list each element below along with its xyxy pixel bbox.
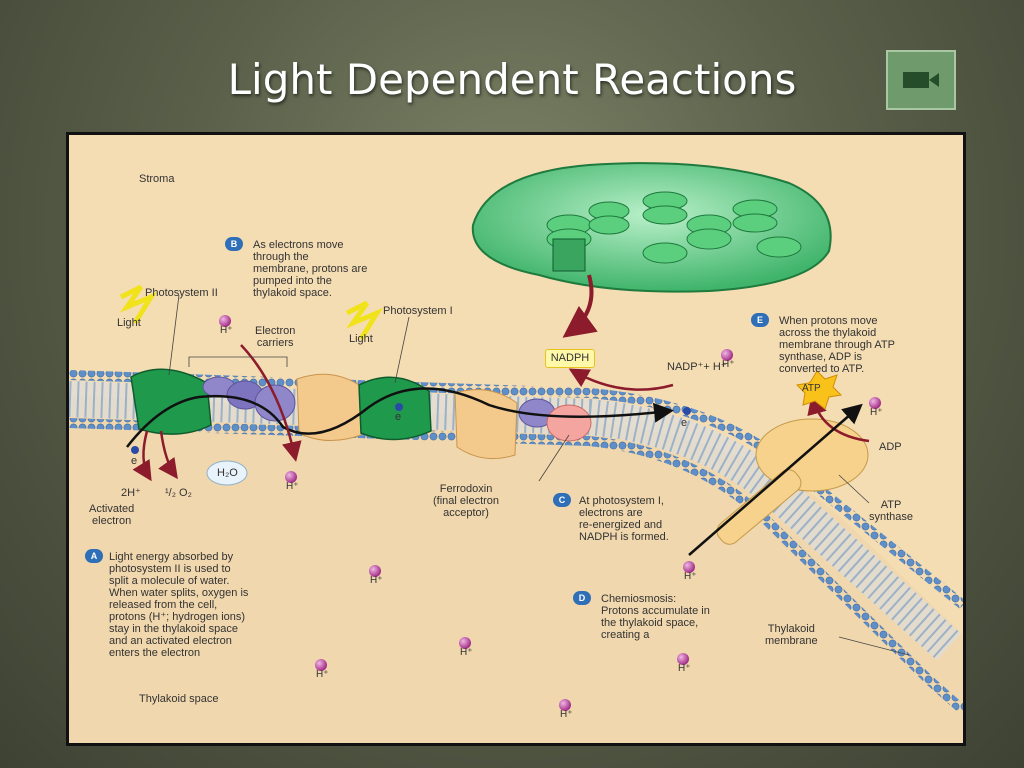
light-reactions-diagram: Stroma Thylakoid space Photosystem II Ph… xyxy=(66,132,966,746)
atp-synthase-label: ATP synthase xyxy=(869,499,914,523)
step-e-text: When protons move across the thylakoid m… xyxy=(779,315,895,375)
step-d-badge: D xyxy=(573,591,591,605)
proton: H⁺ xyxy=(677,653,691,674)
two-h-label: 2H⁺ xyxy=(121,487,141,499)
electron-label-3: e xyxy=(681,417,688,429)
stroma-label: Stroma xyxy=(139,173,175,185)
half-o2-label: ¹/₂ O₂ xyxy=(165,487,192,499)
light-label-1: Light xyxy=(117,317,141,329)
proton: H⁺ xyxy=(721,349,735,370)
step-b-text: As electrons move through the membrane, … xyxy=(253,239,368,299)
activated-electron-label: Activated electron xyxy=(89,503,135,527)
proton: H⁺ xyxy=(559,699,573,720)
electron-label-2: e xyxy=(395,411,402,423)
video-camera-icon xyxy=(903,72,939,88)
zoom-arrow xyxy=(562,274,598,338)
step-d-text: Chemiosmosis: Protons accumulate in the … xyxy=(601,593,710,641)
step-e-badge: E xyxy=(751,313,769,327)
proton: H⁺ xyxy=(285,471,299,492)
video-button[interactable] xyxy=(886,50,956,110)
light-wave-1 xyxy=(119,284,158,325)
ferrodoxin-label: Ferrodoxin (final electron acceptor) xyxy=(433,483,500,519)
photosystem-i-shape xyxy=(358,376,432,441)
step-b-badge: B xyxy=(225,237,243,251)
step-a-text: Light energy absorbed by photosystem II … xyxy=(109,551,249,659)
thylakoid-space-label: Thylakoid space xyxy=(139,693,219,705)
light-wave-2 xyxy=(345,300,384,341)
light-label-2: Light xyxy=(349,333,373,345)
nadp-reductase xyxy=(546,404,592,442)
nadp-label: NADP⁺+ H⁺ xyxy=(667,361,727,373)
proton: H⁺ xyxy=(315,659,329,680)
water-label: H₂O xyxy=(217,467,238,479)
electron-carriers-label: Electron carriers xyxy=(255,325,296,349)
photosystem-ii-shape xyxy=(130,368,212,435)
electron-flow-arrow xyxy=(126,387,674,448)
step-c-badge: C xyxy=(553,493,571,507)
proton: H⁺ xyxy=(869,397,883,418)
photosystem-i-label: Photosystem I xyxy=(383,305,453,317)
thylakoid-membrane-label: Thylakoid membrane xyxy=(765,623,818,647)
slide-title: Light Dependent Reactions xyxy=(227,55,797,104)
step-c-text: At photosystem I, electrons are re-energ… xyxy=(579,495,669,543)
adp-label: ADP xyxy=(879,441,902,453)
photosystem-ii-label: Photosystem II xyxy=(145,287,218,299)
nadph-label: NADPH xyxy=(545,349,595,368)
electron-label-1: e xyxy=(131,455,138,467)
proton: H⁺ xyxy=(683,561,697,582)
chloroplast-illustration xyxy=(471,162,832,293)
proton: H⁺ xyxy=(459,637,473,658)
atp-label: ATP xyxy=(802,383,821,394)
proton: H⁺ xyxy=(219,315,233,336)
proton: H⁺ xyxy=(369,565,383,586)
step-a-badge: A xyxy=(85,549,103,563)
